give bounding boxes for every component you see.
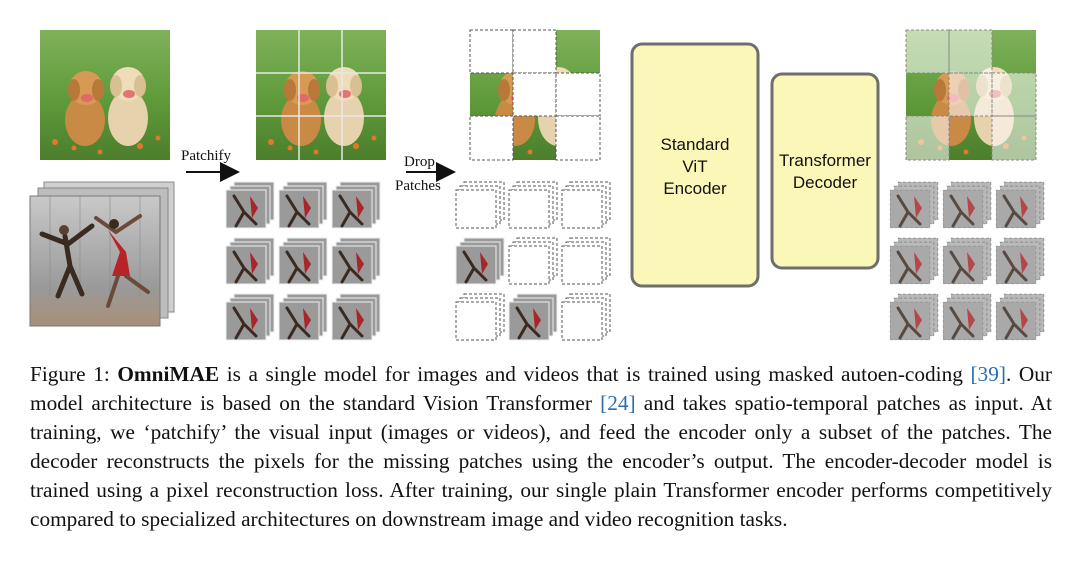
caption-prefix: Figure 1: [30,362,118,386]
video-patch-stack [888,180,940,230]
caption-model-name: OmniMAE [117,362,220,386]
reconstructed-puppies [905,29,1037,161]
video-patch-stack [224,292,276,342]
video-patch-stack [561,237,611,285]
omnimae-figure: Patchify Drop Patches [0,29,1046,342]
citation-39-link[interactable]: [39] [970,362,1006,386]
encoder-label-1: Standard [661,135,730,154]
video-patch-stack [994,292,1046,342]
vit-encoder-box: Standard ViT Encoder [630,42,760,288]
video-patch-stack [508,181,558,229]
video-patch-stack [224,236,276,286]
video-patch-stack [277,292,329,342]
video-patch-stack [330,236,382,286]
encoder-label-3: Encoder [663,179,727,198]
figure-caption: Figure 1: OmniMAE is a single model for … [30,360,1052,534]
reconstructed-dancers [888,180,1046,342]
masked-puppies [469,29,601,161]
video-patch-stack [994,236,1046,286]
decoder-label-1: Transformer [779,151,871,170]
drop-label-1: Drop [404,154,435,170]
video-patch-stack [330,180,382,230]
video-patch-stack [508,237,558,285]
dancers-video-stack [30,181,175,326]
video-patch-stack [888,292,940,342]
caption-text-3: and takes spatio-temporal patches as inp… [30,391,1052,531]
video-patch-stack [561,181,611,229]
video-patch-stack [277,180,329,230]
encoder-label-2: ViT [682,157,707,176]
patchify-label: Patchify [181,148,231,164]
drop-patches-arrow: Drop Patches [395,154,456,194]
caption-text-2: . Our model architecture is based on the… [30,362,1052,415]
video-patch-stack [224,180,276,230]
puppies-image [40,30,170,160]
patchified-dancers [224,180,382,342]
video-patch-stack [455,181,505,229]
patchified-puppies [256,30,386,160]
video-patch-stack [561,293,611,341]
transformer-decoder-box: Transformer Decoder [770,72,880,270]
video-patch-stack [277,236,329,286]
video-patch-stack [888,236,940,286]
caption-text-1: is a single model for images and videos … [219,362,971,386]
video-patch-stack [507,292,559,342]
video-patch-stack [330,292,382,342]
video-patch-stack [994,180,1046,230]
decoder-label-2: Decoder [793,173,858,192]
video-patch-stack [454,236,506,286]
citation-24-link[interactable]: [24] [600,391,636,415]
masked-dancers [454,181,611,342]
video-patch-stack [941,292,993,342]
video-patch-stack [455,293,505,341]
video-patch-stack [941,236,993,286]
patchify-arrow: Patchify [181,148,240,182]
video-patch-stack [941,180,993,230]
drop-label-2: Patches [395,178,441,194]
